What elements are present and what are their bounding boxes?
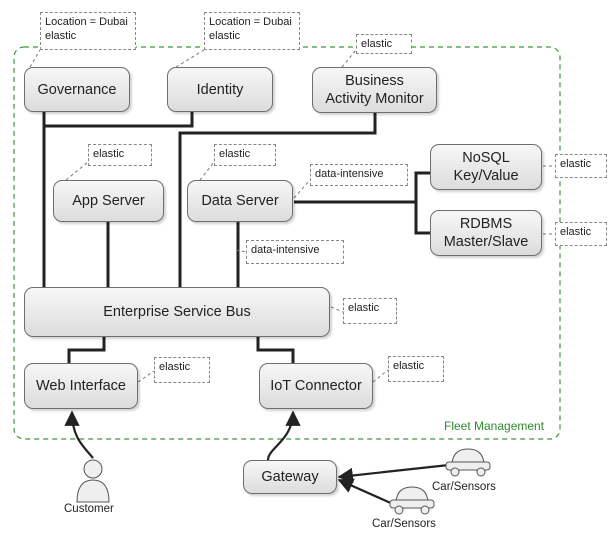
customer-icon xyxy=(76,459,110,503)
arrow-car2-gateway xyxy=(337,478,394,506)
connector-esb-web xyxy=(67,337,106,363)
car-sensors-icon-1 xyxy=(445,448,491,477)
identity-node[interactable]: Identity xyxy=(167,67,273,112)
arrow-car1-gateway xyxy=(337,463,450,484)
connector-bam xyxy=(178,113,377,290)
connector-esb-iot xyxy=(256,337,295,363)
fleet-management-label: Fleet Management xyxy=(444,419,545,433)
data-server-link-tag: data-intensive xyxy=(310,164,408,186)
customer-label: Customer xyxy=(64,503,114,515)
enterprise-service-bus-node[interactable]: Enterprise Service Bus xyxy=(24,287,330,337)
rdbms-tag: elastic xyxy=(555,222,607,246)
rdbms-node[interactable]: RDBMS Master/Slave xyxy=(430,210,542,256)
car-sensors-icon-2 xyxy=(389,486,435,515)
identity-tag: Location = Dubai elastic xyxy=(204,12,300,50)
esb-link-tag: data-intensive xyxy=(246,240,344,264)
business-activity-monitor-node[interactable]: Business Activity Monitor xyxy=(312,67,437,113)
arrow-gateway-iot xyxy=(266,410,301,461)
governance-tag: Location = Dubai elastic xyxy=(40,12,136,50)
bam-tag: elastic xyxy=(356,34,412,54)
nosql-tag: elastic xyxy=(555,154,607,178)
arrow-customer-web xyxy=(64,410,94,459)
iot-connector-node[interactable]: IoT Connector xyxy=(259,363,373,409)
web-interface-node[interactable]: Web Interface xyxy=(24,363,138,409)
web-interface-tag: elastic xyxy=(154,357,210,383)
app-server-tag: elastic xyxy=(88,144,152,166)
data-server-node[interactable]: Data Server xyxy=(187,180,293,222)
governance-node[interactable]: Governance xyxy=(24,67,130,112)
connectors xyxy=(42,110,430,363)
connector-data-server-db xyxy=(294,171,430,235)
gateway-node[interactable]: Gateway xyxy=(243,460,337,494)
app-server-node[interactable]: App Server xyxy=(53,180,164,222)
data-server-tag: elastic xyxy=(214,144,276,166)
connector-identity xyxy=(44,110,194,128)
car-sensors-label-1: Car/Sensors xyxy=(432,481,496,493)
esb-tag: elastic xyxy=(343,298,397,324)
car-sensors-label-2: Car/Sensors xyxy=(372,518,436,530)
tag-leaders xyxy=(29,49,555,383)
nosql-node[interactable]: NoSQL Key/Value xyxy=(430,144,542,190)
iot-connector-tag: elastic xyxy=(388,356,444,382)
